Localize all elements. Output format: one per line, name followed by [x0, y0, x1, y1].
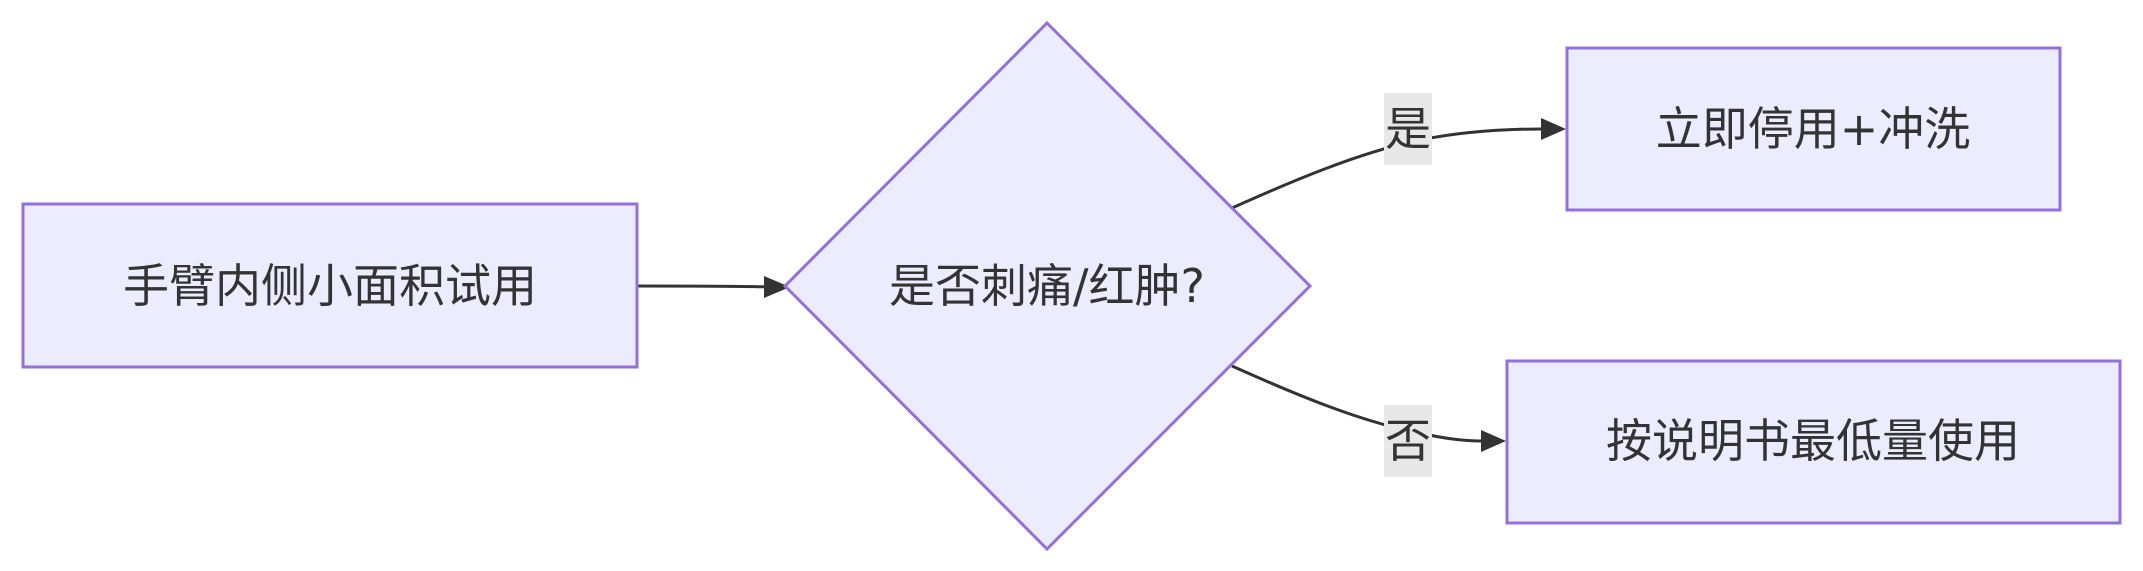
edge-label-yes: 是 [1384, 93, 1432, 165]
edge-label-background [1384, 405, 1432, 477]
node-decision[interactable]: 是否刺痛/红肿? [782, 20, 1313, 552]
node-yes-action-label: 立即停用+冲洗 [1656, 102, 1971, 156]
node-decision-label: 是否刺痛/红肿? [889, 259, 1205, 313]
arrowhead [764, 276, 790, 298]
node-start-box [21, 202, 639, 369]
node-start-label: 手臂内侧小面积试用 [123, 259, 537, 313]
node-yes-action-box [1565, 46, 2062, 212]
node-start[interactable]: 手臂内侧小面积试用 [21, 202, 639, 369]
edge-decision-to-no [1231, 364, 1506, 452]
edge-label-background [1384, 93, 1432, 165]
node-no-action-label: 按说明书最低量使用 [1606, 414, 2020, 468]
edge-start-to-decision [637, 276, 790, 298]
node-no-action[interactable]: 按说明书最低量使用 [1505, 359, 2122, 525]
arrowhead [1481, 430, 1506, 452]
edge-label-no: 否 [1384, 405, 1432, 477]
node-decision-diamond [782, 20, 1313, 552]
edge-label-no-text: 否 [1385, 414, 1431, 468]
arrowhead [1541, 118, 1566, 140]
node-no-action-box [1505, 359, 2122, 525]
node-yes-action[interactable]: 立即停用+冲洗 [1565, 46, 2062, 212]
edge-line [1231, 364, 1483, 443]
edge-label-yes-text: 是 [1385, 102, 1431, 156]
edge-line [637, 284, 771, 289]
